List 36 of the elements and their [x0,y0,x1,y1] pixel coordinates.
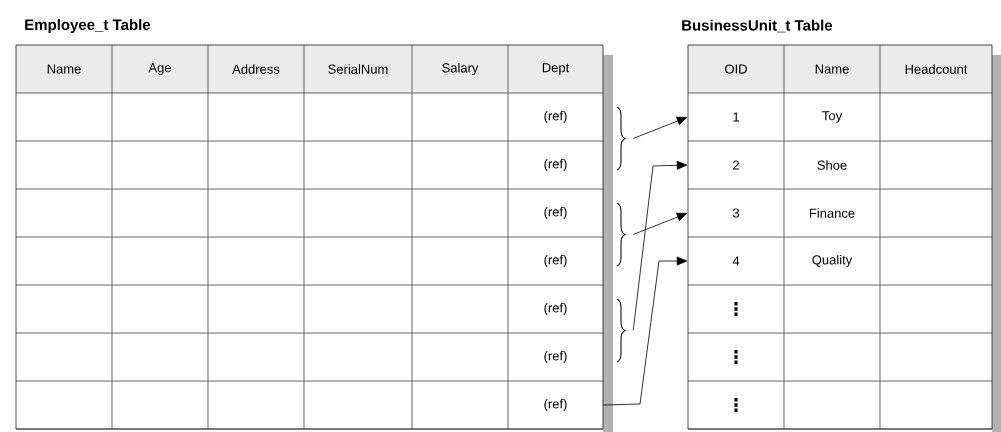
curly-brace [616,106,626,171]
table-cell: (ref) [544,254,567,268]
table-cell: 1 [733,112,739,122]
node-label: Employee_t Table [25,19,151,33]
table-cell: (ref) [544,110,567,124]
table-cell: (ref) [544,206,567,220]
header-text: OID [725,64,747,74]
header-text: Address [232,64,280,74]
table-cell: (ref) [544,350,567,364]
vertical-ellipsis: ⋮ [734,398,738,412]
arrow [632,116,688,139]
table-cell: 4 [732,256,740,266]
cell-text: Shoe [817,160,847,170]
header-text: Age [148,63,171,75]
header-text: Name [47,64,81,74]
header-text: Name [815,64,849,74]
arrow [632,212,688,235]
table-cell: (ref) [544,158,567,172]
table-cell: 2 [733,160,739,170]
cell-text: Toy [822,111,843,123]
curly-brace [616,202,626,267]
header-text: Salary [442,62,479,76]
arrow [602,256,688,406]
arrow [632,160,688,331]
header-text: Headcount [905,64,968,74]
cell-text: Quality [812,254,853,268]
table-cell: (ref) [544,398,567,412]
curly-brace [616,298,626,363]
table-cell: (ref) [544,302,567,316]
header-text: Dept [542,63,570,75]
table-cell: 3 [732,208,740,218]
header-text: SerialNum [328,64,388,74]
cell-text: Finance [809,208,855,218]
node-label: BusinessUnit_t Table [682,19,833,33]
vertical-ellipsis: ⋮ [734,350,738,364]
vertical-ellipsis: ⋮ [734,302,738,316]
